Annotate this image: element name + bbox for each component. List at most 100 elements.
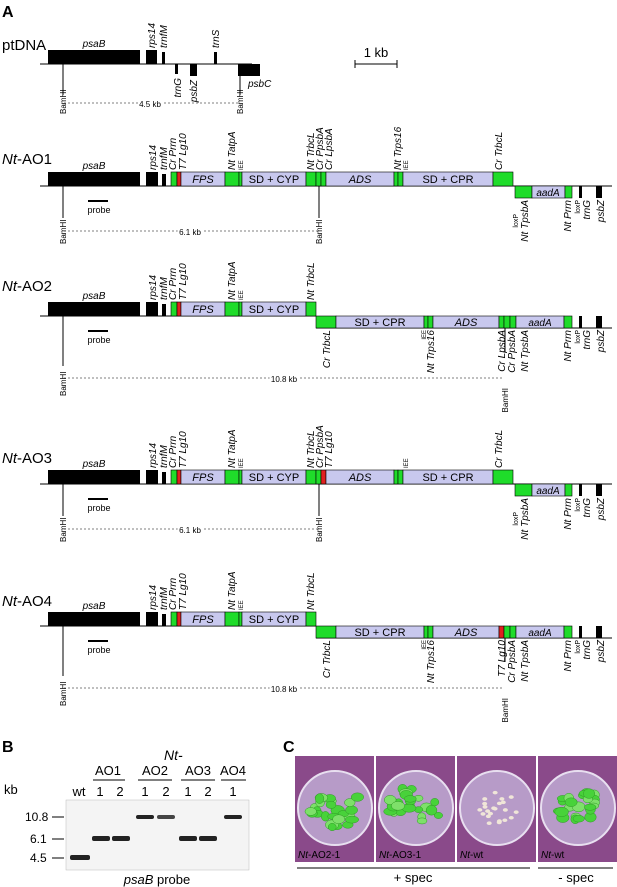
construct-4-iee1-box bbox=[238, 611, 243, 627]
construct-4-psbZ: psbZ bbox=[596, 639, 607, 663]
construct-2-trps16-box bbox=[427, 315, 434, 329]
ptdna-gene-trnfM: trnfM bbox=[159, 25, 170, 48]
construct-4-lpsba-box bbox=[498, 625, 505, 639]
blot-band-ao1-2 bbox=[112, 836, 130, 841]
ptdna-gene-psbC: psbC bbox=[247, 79, 272, 90]
blot-band-ao2-2 bbox=[157, 815, 175, 819]
construct-4-cr-trbcl-box bbox=[315, 625, 337, 639]
construct-2-psaB: psaB bbox=[82, 291, 106, 302]
construct-3-bamhi-right: BamHI bbox=[315, 518, 324, 542]
construct-2-cpr-label: SD + CPR bbox=[354, 317, 405, 329]
construct-4-ads-label: ADS bbox=[454, 627, 478, 639]
construct-2-ppsba-box bbox=[503, 315, 511, 329]
blot-lane-4: 2 bbox=[162, 784, 169, 799]
construct-1-label10: Nt Trps16 bbox=[393, 126, 404, 170]
construct-1-rps14: rps14 bbox=[148, 145, 159, 170]
construct-3-t7-box2 bbox=[320, 469, 327, 485]
construct-3-label8: Cr PpsbA bbox=[315, 425, 326, 468]
construct-1-iee1-box bbox=[238, 171, 243, 187]
construct-2-cr-prrn-box bbox=[170, 301, 178, 317]
construct-1-prrn-box bbox=[564, 185, 573, 199]
construct-1-fps-label: FPS bbox=[192, 174, 214, 186]
construct-2-bamhi-left: BamHI bbox=[59, 372, 68, 396]
construct-2-nt-tatpa: Nt TatpA bbox=[227, 261, 238, 300]
construct-1-tpsba-box bbox=[514, 185, 533, 199]
construct-3-psaB: psaB bbox=[82, 459, 106, 470]
ptdna-bamhi-right: BamHI bbox=[236, 90, 245, 114]
construct-2-prrn-box bbox=[563, 315, 573, 329]
construct-2-nt-prrn: Nt Prrn bbox=[563, 330, 574, 362]
blot-band-ao3-1 bbox=[179, 836, 197, 841]
construct-3-cr-prrn-box bbox=[170, 469, 178, 485]
construct-2-fps-label: FPS bbox=[192, 304, 214, 316]
construct-3-trbcl-box bbox=[305, 469, 317, 485]
blot-group-AO1: AO1 bbox=[95, 763, 121, 778]
construct-2-bamhi-right: BamHI bbox=[501, 388, 510, 412]
construct-1-label9: Cr LpsbA bbox=[324, 128, 335, 170]
construct-1-aada-label: aadA bbox=[536, 188, 560, 199]
blot-lane-1: 1 bbox=[96, 784, 103, 799]
construct-2-iee1: IEE bbox=[239, 290, 245, 300]
construct-2-loxp: loxP bbox=[575, 330, 582, 344]
plate-3: Nt-wt bbox=[457, 756, 536, 862]
construct-3-label: Nt-AO3 bbox=[2, 450, 52, 467]
construct-1-t7-box bbox=[176, 171, 182, 187]
construct-2-trnG: trnG bbox=[582, 330, 593, 350]
construct-3-loxp2: loxP bbox=[575, 498, 582, 512]
scale-bar-label: 1 kb bbox=[364, 45, 389, 60]
construct-2-nt-tpsba: Nt TpsbA bbox=[520, 330, 531, 372]
construct-1-label12: Cr TrbcL bbox=[494, 132, 505, 170]
minus-spec-label: - spec bbox=[558, 870, 594, 885]
construct-1-probe: probe bbox=[87, 205, 110, 215]
blot-band-wt bbox=[70, 855, 90, 860]
construct-3-ppsba-box bbox=[315, 469, 322, 485]
construct-2-label: Nt-AO2 bbox=[2, 278, 52, 295]
construct-1-trnG: trnG bbox=[582, 200, 593, 220]
construct-4-trps16-box bbox=[427, 625, 434, 639]
construct-3-prrn-box bbox=[564, 483, 573, 497]
blot-band-ao3-2 bbox=[199, 836, 217, 841]
construct-4-trnG: trnG bbox=[582, 640, 593, 660]
blot-lane-5: 1 bbox=[184, 784, 191, 799]
construct-1-loxp2: loxP bbox=[575, 200, 582, 214]
construct-2-probe: probe bbox=[87, 335, 110, 345]
construct-3-trnfM: trnfM bbox=[159, 445, 170, 468]
blot-group-AO2: AO2 bbox=[142, 763, 168, 778]
ptdna-gene-trnG: trnG bbox=[173, 78, 184, 98]
construct-2-ads-label: ADS bbox=[454, 317, 478, 329]
construct-2-cr-trbcl-box bbox=[315, 315, 337, 329]
construct-3-cpr-label: SD + CPR bbox=[422, 472, 473, 484]
blot-lane-7: 1 bbox=[229, 784, 236, 799]
blot-membrane bbox=[65, 799, 250, 871]
construct-3-t7-box bbox=[176, 469, 182, 485]
blot-lane-wt: wt bbox=[72, 784, 86, 799]
blot-lane-2: 2 bbox=[116, 784, 123, 799]
construct-1-ppsba-box bbox=[315, 171, 322, 187]
construct-3-cr-prrn: Cr Prrn bbox=[168, 435, 179, 468]
construct-2-aada-label: aadA bbox=[528, 318, 552, 329]
construct-2-iee-box bbox=[423, 315, 429, 329]
ptdna-gene-rps14: rps14 bbox=[147, 23, 158, 48]
construct-3-aada-label: aadA bbox=[536, 486, 560, 497]
construct-4-iee-label: IEE bbox=[422, 640, 428, 650]
construct-4-nt-tpsba: Nt TpsbA bbox=[520, 640, 531, 682]
ptdna-distance: 4.5 kb bbox=[139, 100, 161, 109]
construct-1-label11: IEE bbox=[404, 160, 410, 170]
construct-1-nt-trbcl: Nt TrbcL bbox=[306, 132, 317, 170]
plus-spec-label: + spec bbox=[394, 870, 433, 885]
construct-3-rps14: rps14 bbox=[148, 443, 159, 468]
construct-1-iee1: IEE bbox=[239, 160, 245, 170]
construct-3-iee1-box bbox=[238, 469, 243, 485]
construct-3-cyp-label: SD + CYP bbox=[249, 472, 299, 484]
construct-4-nt-prrn: Nt Prrn bbox=[563, 640, 574, 672]
construct-4-psaB: psaB bbox=[82, 601, 106, 612]
blot-band-ao4-1 bbox=[224, 815, 242, 819]
construct-2-iee1-box bbox=[238, 301, 243, 317]
construct-1-ads-label: ADS bbox=[348, 174, 372, 186]
construct-3-nt-trbcl: Nt TrbcL bbox=[306, 430, 317, 468]
southern-blot: kb Nt- AO1 AO2 AO3 AO4 wt 1 2 1 2 1 2 1 … bbox=[4, 747, 250, 887]
blot-lane-3: 1 bbox=[141, 784, 148, 799]
